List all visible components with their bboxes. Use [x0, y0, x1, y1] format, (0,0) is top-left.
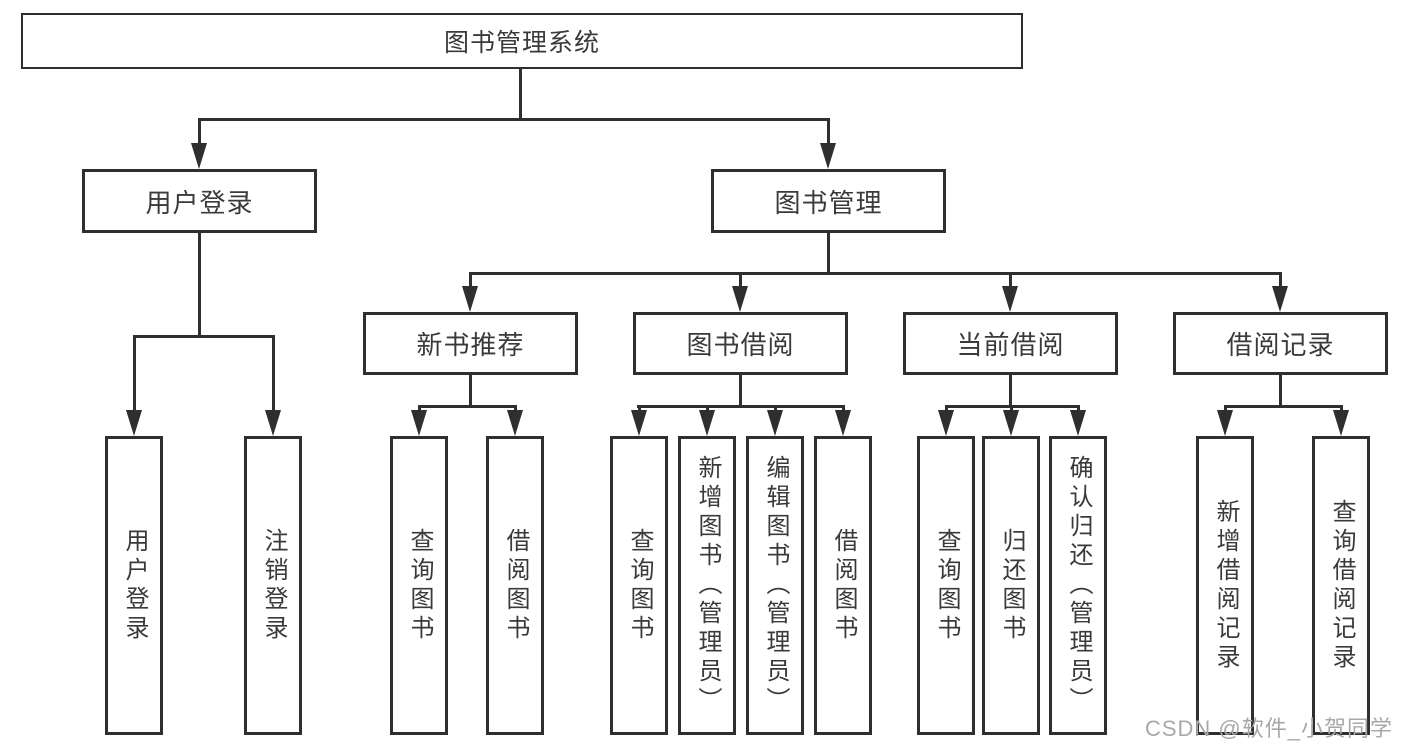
leaf-label: 编辑图书（管理员）: [762, 455, 789, 716]
leaf-borrow-borrow-books: 借阅图书: [814, 436, 872, 735]
leaf-recommend-query-books: 查询图书: [390, 436, 448, 735]
connector-book-borrow-horizontal: [637, 405, 845, 408]
leaf-label: 查询图书: [933, 527, 960, 644]
leaf-borrow-add-books-admin: 新增图书（管理员）: [678, 436, 736, 735]
connector-user-login-stem: [198, 233, 201, 337]
arrow-to-book-borrow: [732, 272, 748, 312]
arrow-to-user-login: [191, 118, 207, 169]
arrow-records-query-record: [1333, 405, 1349, 436]
connector-borrow-records-stem: [1279, 374, 1282, 407]
arrow-borrow-borrow-books: [835, 405, 851, 436]
arrow-recommend-borrow-books: [507, 405, 523, 436]
node-borrow-records: 借阅记录: [1173, 312, 1388, 375]
connector-level2-horizontal: [469, 272, 1282, 275]
leaf-label: 查询借阅记录: [1328, 498, 1355, 673]
leaf-label: 新增图书（管理员）: [694, 455, 721, 716]
connector-book-borrow-stem: [739, 374, 742, 407]
arrow-to-current-borrow: [1002, 272, 1018, 312]
leaf-borrow-query-books: 查询图书: [610, 436, 668, 735]
arrow-borrow-edit-books: [767, 405, 783, 436]
arrow-borrow-query-books: [631, 405, 647, 436]
arrow-records-add-record: [1217, 405, 1233, 436]
arrow-current-return-books: [1003, 405, 1019, 436]
connector-current-borrow-stem: [1009, 374, 1012, 407]
node-book-borrow: 图书借阅: [633, 312, 848, 375]
connector-current-borrow-horizontal: [945, 405, 1080, 408]
node-new-book-recommend: 新书推荐: [363, 312, 578, 375]
leaf-label: 归还图书: [998, 527, 1025, 644]
arrow-to-leaf-logout: [265, 335, 281, 436]
arrow-to-leaf-user-login: [126, 335, 142, 436]
leaf-records-add-record: 新增借阅记录: [1196, 436, 1254, 735]
arrow-to-new-book-recommend: [462, 272, 478, 312]
arrow-recommend-query-books: [411, 405, 427, 436]
connector-level1-horizontal: [198, 118, 830, 121]
leaf-label: 用户登录: [121, 527, 148, 644]
leaf-current-return-books: 归还图书: [982, 436, 1040, 735]
leaf-borrow-edit-books-admin: 编辑图书（管理员）: [746, 436, 804, 735]
leaf-current-confirm-return-admin: 确认归还（管理员）: [1049, 436, 1107, 735]
leaf-label: 确认归还（管理员）: [1065, 455, 1092, 716]
connector-root-stem: [519, 68, 522, 120]
arrow-current-query-books: [938, 405, 954, 436]
leaf-label: 借阅图书: [502, 527, 529, 644]
connector-new-book-recommend-stem: [469, 374, 472, 407]
arrow-to-book-management: [820, 118, 836, 169]
node-book-management: 图书管理: [711, 169, 946, 233]
leaf-label: 查询图书: [406, 527, 433, 644]
leaf-label: 查询图书: [626, 527, 653, 644]
node-user-login: 用户登录: [82, 169, 317, 233]
leaf-logout-login: 注销登录: [244, 436, 302, 735]
arrow-current-confirm-return: [1070, 405, 1086, 436]
connector-book-management-stem: [827, 233, 830, 274]
arrow-borrow-add-books: [699, 405, 715, 436]
connector-borrow-records-horizontal: [1224, 405, 1343, 408]
leaf-label: 注销登录: [260, 527, 287, 644]
leaf-recommend-borrow-books: 借阅图书: [486, 436, 544, 735]
leaf-current-query-books: 查询图书: [917, 436, 975, 735]
csdn-watermark: CSDN @软件_小贺同学: [1144, 716, 1393, 741]
arrow-to-borrow-records: [1272, 272, 1288, 312]
connector-user-login-horizontal: [133, 335, 275, 338]
leaf-label: 新增借阅记录: [1212, 498, 1239, 673]
node-current-borrow: 当前借阅: [903, 312, 1118, 375]
node-library-system: 图书管理系统: [21, 13, 1023, 69]
leaf-records-query-record: 查询借阅记录: [1312, 436, 1370, 735]
connector-new-book-recommend-horizontal: [418, 405, 517, 408]
leaf-label: 借阅图书: [830, 527, 857, 644]
leaf-user-login: 用户登录: [105, 436, 163, 735]
